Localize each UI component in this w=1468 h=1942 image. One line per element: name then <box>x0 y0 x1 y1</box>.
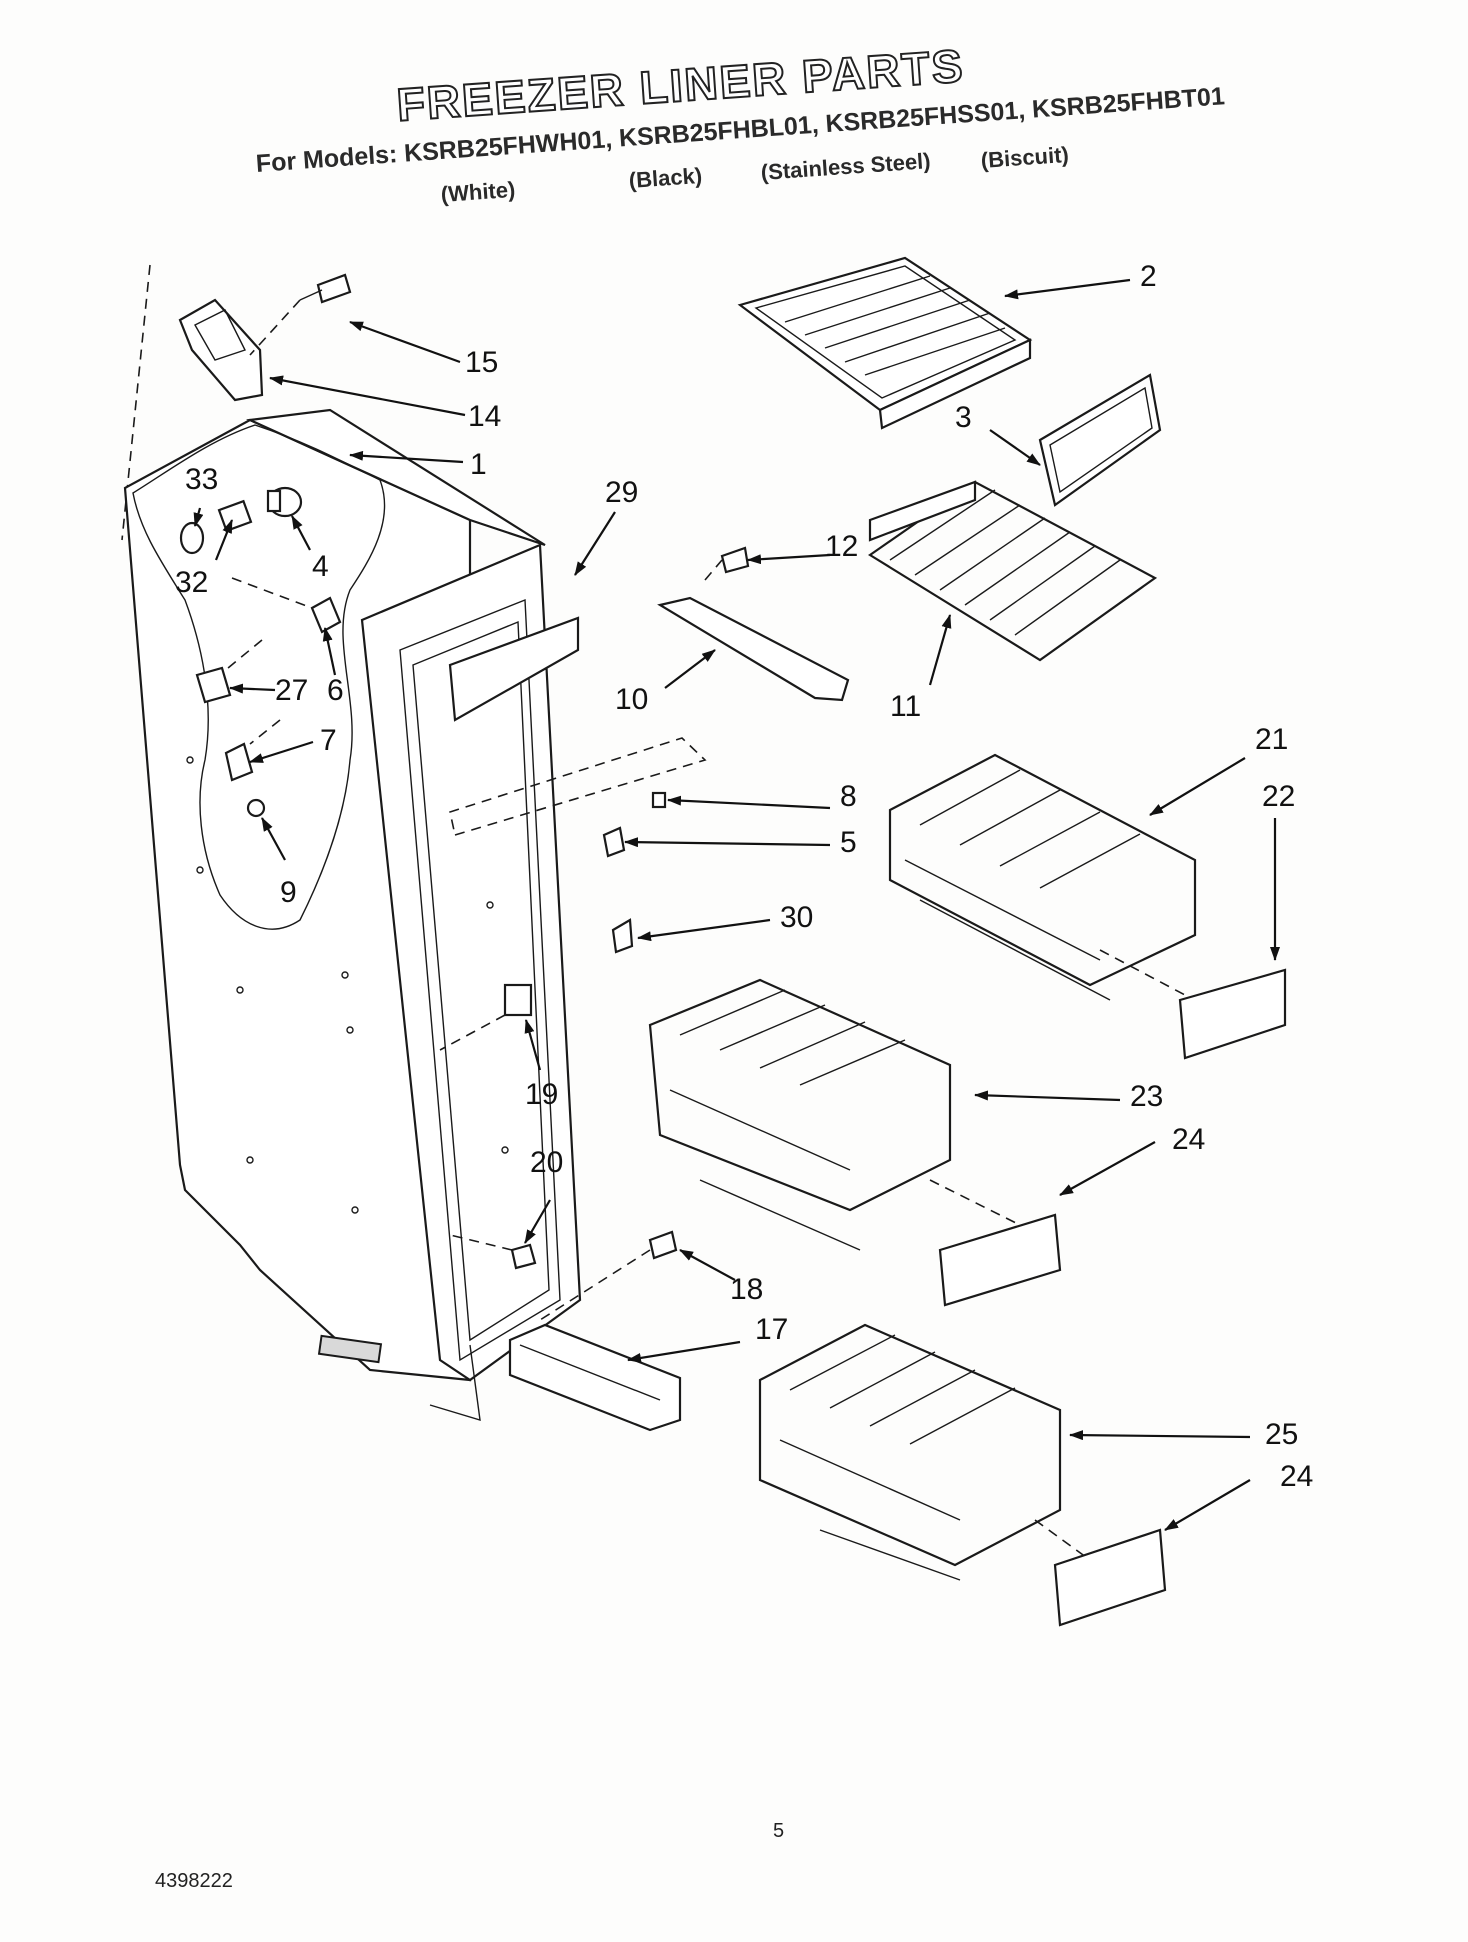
callout-32: 32 <box>175 566 209 599</box>
callout-14: 14 <box>468 400 502 433</box>
document-number: 4398222 <box>155 1870 233 1892</box>
part-27-switch <box>195 639 263 704</box>
callout-27: 27 <box>275 674 309 707</box>
callout-17: 17 <box>755 1313 789 1346</box>
callout-22: 22 <box>1262 780 1296 813</box>
callout-2: 2 <box>1140 260 1157 293</box>
callout-10: 10 <box>615 683 649 716</box>
callout-6: 6 <box>327 674 344 707</box>
part-24-front-b <box>1053 1528 1167 1627</box>
callout-15: 15 <box>465 346 499 379</box>
part-14-bracket <box>178 298 264 402</box>
callout-18: 18 <box>730 1273 764 1306</box>
part-15-screw <box>249 273 352 356</box>
callout-29: 29 <box>605 476 639 509</box>
callout-24-lower: 24 <box>1280 1460 1314 1493</box>
part-22-front <box>1178 968 1287 1060</box>
callout-4: 4 <box>312 550 329 583</box>
part-5-clip <box>602 826 626 858</box>
part-17-trim <box>508 1323 682 1432</box>
part-2-shelf <box>737 256 1033 430</box>
part-4-knob <box>266 486 303 518</box>
callout-1: 1 <box>470 448 487 481</box>
callout-30: 30 <box>780 901 814 934</box>
callout-5: 5 <box>840 826 857 859</box>
callout-20: 20 <box>530 1146 564 1179</box>
page-number: 5 <box>773 1820 785 1842</box>
part-18-screw <box>539 1230 678 1321</box>
callout-7: 7 <box>320 724 337 757</box>
callout-24-upper: 24 <box>1172 1123 1206 1156</box>
leader-arrows <box>193 278 1280 1531</box>
freezer-liner <box>121 264 582 1421</box>
callout-23: 23 <box>1130 1080 1164 1113</box>
callout-8: 8 <box>840 780 857 813</box>
part-11-wire-shelf <box>867 480 1158 662</box>
part-23-basket <box>648 978 1031 1251</box>
part-33-bulb <box>179 521 205 555</box>
callout-3: 3 <box>955 401 972 434</box>
part-9-fastener <box>246 798 266 818</box>
part-7-damper <box>224 719 281 782</box>
callout-33: 33 <box>185 463 219 496</box>
part-20-screw <box>449 1234 537 1270</box>
callout-25: 25 <box>1265 1418 1299 1451</box>
part-24-front-a <box>938 1213 1062 1307</box>
part-6-clip <box>231 577 342 634</box>
callout-12: 12 <box>825 530 859 563</box>
part-29-trim <box>448 616 580 722</box>
part-10-bracket <box>657 596 850 702</box>
callout-11: 11 <box>890 690 922 723</box>
part-19-switch <box>439 983 533 1051</box>
callout-19: 19 <box>525 1078 559 1111</box>
callout-21: 21 <box>1255 723 1289 756</box>
part-8-clip <box>449 737 707 837</box>
callout-9: 9 <box>280 876 297 909</box>
part-21-basket <box>888 753 1197 1001</box>
part-3-glass <box>1038 373 1162 507</box>
part-30-clip <box>611 918 634 954</box>
part-12-screw <box>704 546 750 581</box>
part-25-basket <box>758 1323 1091 1581</box>
